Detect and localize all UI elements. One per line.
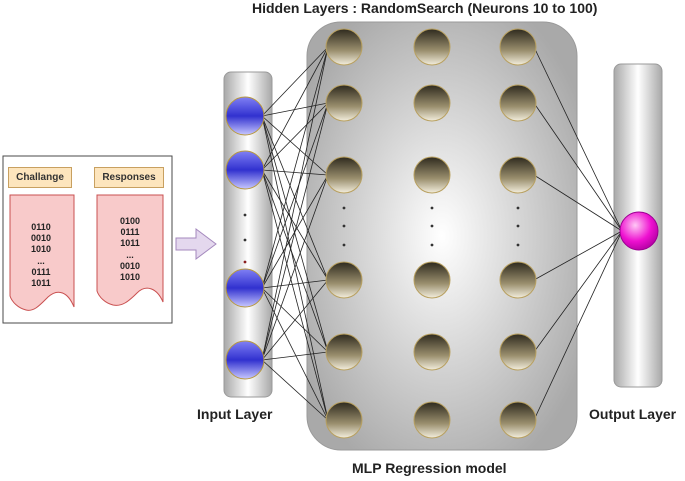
response-value: 1010 (119, 272, 141, 283)
ellipsis-dot (516, 243, 520, 247)
challenge-value: 1011 (31, 278, 51, 289)
challenge-document-shape (9, 194, 75, 311)
model-label: MLP Regression model (352, 460, 507, 476)
connection-line (533, 230, 623, 421)
response-value: 0100 (119, 216, 141, 226)
responses-document-shape (96, 194, 164, 306)
connection-line (533, 46, 623, 232)
ellipsis-dot (243, 238, 247, 242)
connection-line (261, 169, 329, 353)
connection-line (261, 351, 329, 361)
connection-line (261, 115, 329, 353)
input-neuron (225, 96, 265, 136)
connection-line (261, 102, 329, 289)
ellipsis-dot (430, 243, 434, 247)
response-value: 0010 (119, 260, 141, 271)
challenge-value: 0111 (31, 266, 51, 277)
challenge-value: 1010 (30, 244, 52, 255)
hidden-neuron (325, 333, 363, 371)
connection-line (261, 279, 329, 289)
ellipsis-dot (243, 213, 247, 217)
challenge-value: 0010 (30, 233, 52, 244)
connection-line (261, 46, 329, 171)
challenge-label: Challange (8, 167, 72, 188)
connection-line (261, 169, 329, 176)
hidden-neuron (499, 333, 537, 371)
input-neuron (225, 340, 265, 380)
input-arrow-icon (175, 228, 217, 260)
connection-line (533, 102, 623, 232)
connection-line (261, 115, 329, 281)
neurons (225, 28, 659, 439)
hidden-neuron (413, 28, 451, 66)
ellipsis-dot (430, 206, 434, 210)
hidden-neuron (325, 84, 363, 122)
challenge-values: 0110 0010 1010 ... 0111 1011 (11, 222, 71, 289)
connection-line (261, 46, 329, 361)
hidden-neuron (413, 401, 451, 439)
hidden-neuron (413, 261, 451, 299)
responses-values: 0100 0111 1011 ... 0010 1010 (100, 216, 160, 283)
connection-line (533, 174, 623, 232)
hidden-neuron (413, 333, 451, 371)
hidden-neuron (325, 28, 363, 66)
ellipsis-dot (243, 260, 247, 264)
challenge-value: 0110 (31, 222, 51, 232)
hidden-layers-title: Hidden Layers : RandomSearch (Neurons 10… (252, 0, 598, 16)
challenge-value: ... (37, 255, 45, 266)
response-value: 0111 (120, 227, 140, 238)
input-neuron (225, 268, 265, 308)
hidden-neuron (499, 401, 537, 439)
connection-line (533, 230, 623, 281)
hidden-neuron (413, 156, 451, 194)
ellipsis-dot (516, 224, 520, 228)
hidden-neuron (499, 261, 537, 299)
hidden-neuron (499, 156, 537, 194)
connection-line (261, 359, 329, 421)
hidden-neuron (325, 156, 363, 194)
ellipsis-dot (516, 206, 520, 210)
ellipsis-dot (342, 206, 346, 210)
input-neuron (225, 150, 265, 190)
connection-line (261, 102, 329, 117)
ellipsis-dots (243, 206, 520, 264)
hidden-neuron (499, 84, 537, 122)
output-neuron (619, 211, 659, 251)
connections (261, 46, 623, 421)
response-value: 1011 (120, 238, 140, 249)
hidden-neuron (325, 261, 363, 299)
connection-line (533, 230, 623, 353)
hidden-neuron (413, 84, 451, 122)
connection-line (261, 279, 329, 361)
connection-line (261, 174, 329, 361)
connection-line (261, 46, 329, 289)
connection-line (261, 115, 329, 176)
hidden-neuron (325, 401, 363, 439)
ellipsis-dot (342, 243, 346, 247)
response-value: ... (126, 249, 134, 260)
responses-label: Responses (94, 167, 164, 188)
hidden-neuron (499, 28, 537, 66)
connection-line (261, 169, 329, 421)
connection-line (261, 287, 329, 421)
ellipsis-dot (342, 224, 346, 228)
output-layer-label: Output Layer (589, 406, 677, 422)
ellipsis-dot (430, 224, 434, 228)
connection-line (261, 102, 329, 171)
connection-line (261, 46, 329, 117)
connection-line (261, 102, 329, 361)
connection-line (261, 169, 329, 281)
input-layer-label: Input Layer (197, 406, 273, 422)
